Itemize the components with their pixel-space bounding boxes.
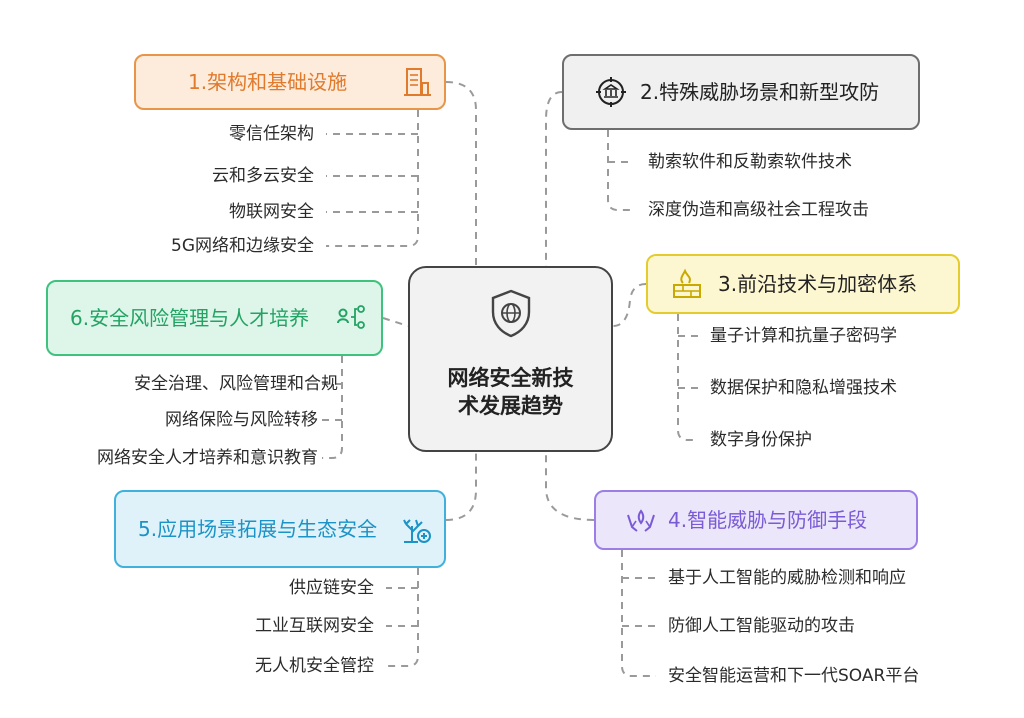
spine-b2 xyxy=(607,130,634,211)
branch-5-item-1: 供应链安全 xyxy=(289,578,374,598)
hands-plant-icon xyxy=(624,503,658,537)
branch-1-architecture-infrastructure[interactable]: 1.架构和基础设施 xyxy=(134,54,446,110)
connector-b4 xyxy=(545,452,595,521)
bank-target-icon xyxy=(594,75,628,109)
branch-4-intelligent-defense[interactable]: 4.智能威胁与防御手段 xyxy=(594,490,918,550)
branch-4-item-2: 防御人工智能驱动的攻击 xyxy=(668,616,855,636)
spine-b1 xyxy=(326,110,419,247)
branch-3-label: 3.前沿技术与加密体系 xyxy=(718,272,918,296)
spine-b5 xyxy=(386,568,419,667)
spine-b3 xyxy=(677,314,698,441)
branch-5-item-2: 工业互联网安全 xyxy=(255,616,374,636)
connector-b6 xyxy=(382,317,409,327)
branch-3-frontier-crypto[interactable]: 3.前沿技术与加密体系 xyxy=(646,254,960,314)
branch-5-application-ecosystem[interactable]: 5.应用场景拓展与生态安全 xyxy=(114,490,446,568)
branch-3-item-2: 数据保护和隐私增强技术 xyxy=(710,378,897,398)
spine-b4 xyxy=(621,550,656,677)
branch-3-item-3: 数字身份保护 xyxy=(710,430,812,450)
people-network-icon xyxy=(335,301,369,335)
shield-globe-icon xyxy=(489,288,533,338)
branch-2-special-threats[interactable]: 2.特殊威胁场景和新型攻防 xyxy=(562,54,920,130)
branch-1-label: 1.架构和基础设施 xyxy=(188,70,348,94)
connector-b5 xyxy=(445,452,477,521)
branch-5-item-3: 无人机安全管控 xyxy=(255,656,374,676)
branch-2-item-2: 深度伪造和高级社会工程攻击 xyxy=(648,200,869,220)
tree-plus-icon xyxy=(400,512,434,546)
branch-1-item-2: 云和多云安全 xyxy=(212,166,314,186)
spine-b6 xyxy=(322,356,343,459)
branch-6-item-2: 网络保险与风险转移 xyxy=(165,410,318,430)
branch-1-item-3: 物联网安全 xyxy=(229,202,314,222)
branch-4-item-3: 安全智能运营和下一代SOAR平台 xyxy=(668,666,920,686)
branch-5-label: 5.应用场景拓展与生态安全 xyxy=(138,517,378,541)
connector-b1 xyxy=(445,81,477,266)
connector-b2 xyxy=(545,91,563,266)
connector-b3 xyxy=(612,283,647,327)
branch-1-item-4: 5G网络和边缘安全 xyxy=(171,236,314,256)
flame-brick-icon xyxy=(670,267,704,301)
branch-6-item-3: 网络安全人才培养和意识教育 xyxy=(97,448,318,468)
branch-3-item-1: 量子计算和抗量子密码学 xyxy=(710,326,897,346)
central-topic-title: 网络安全新技术发展趋势 xyxy=(447,366,574,418)
central-topic-node[interactable]: 网络安全新技术发展趋势 xyxy=(408,266,613,452)
branch-4-item-1: 基于人工智能的威胁检测和响应 xyxy=(668,568,906,588)
branch-6-item-1: 安全治理、风险管理和合规 xyxy=(134,374,338,394)
branch-2-label: 2.特殊威胁场景和新型攻防 xyxy=(640,80,880,104)
branch-4-label: 4.智能威胁与防御手段 xyxy=(668,508,868,532)
building-icon xyxy=(400,65,434,99)
branch-6-label: 6.安全风险管理与人才培养 xyxy=(70,306,310,330)
branch-1-item-1: 零信任架构 xyxy=(229,124,314,144)
branch-6-risk-talent[interactable]: 6.安全风险管理与人才培养 xyxy=(46,280,383,356)
branch-2-item-1: 勒索软件和反勒索软件技术 xyxy=(648,152,852,172)
